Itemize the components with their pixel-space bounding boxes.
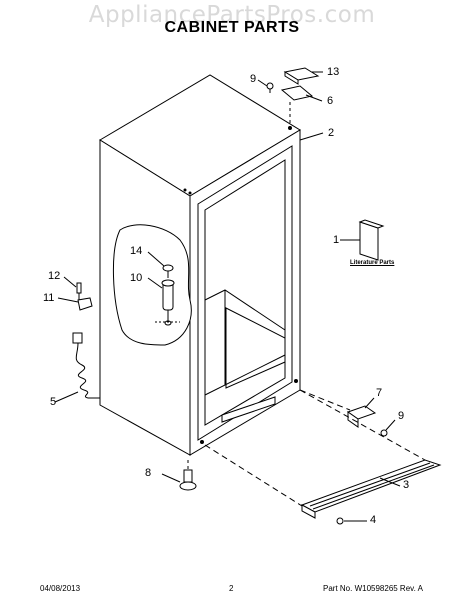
lower-hinge [346, 405, 388, 437]
left-brackets [76, 282, 93, 311]
footer-part-number: Part No. W10598265 Rev. A [323, 584, 423, 593]
watermark: AppliancePartsPros.com [88, 2, 376, 28]
power-cord [72, 332, 100, 399]
callout-9-bottom: 9 [398, 410, 405, 422]
leader-lines [54, 71, 401, 522]
callout-3: 3 [403, 479, 410, 491]
callout-13: 13 [327, 66, 340, 78]
footer-page-number: 2 [229, 584, 234, 593]
callout-5: 5 [50, 396, 57, 408]
drain-assembly [155, 264, 180, 326]
callout-14: 14 [130, 245, 143, 257]
callout-4: 4 [370, 514, 377, 526]
callout-10: 10 [130, 272, 143, 284]
callout-11: 11 [43, 292, 55, 304]
literature-pack [340, 219, 385, 261]
top-hinge [266, 67, 320, 130]
callout-7: 7 [376, 387, 383, 399]
projection-lines [204, 389, 426, 507]
callout-1: 1 [333, 234, 340, 246]
cabinet-body [99, 74, 301, 456]
literature-parts-label: Literature Parts [350, 260, 395, 266]
toe-grille [300, 459, 442, 525]
callout-2: 2 [328, 127, 335, 139]
cutaway-view [112, 224, 192, 346]
leveling-leg [179, 460, 197, 491]
front-opening [197, 145, 293, 441]
callout-6: 6 [327, 95, 334, 107]
callout-12: 12 [48, 270, 61, 282]
page-title: CABINET PARTS [164, 19, 300, 36]
callout-9-top: 9 [250, 73, 257, 85]
inner-liner [204, 159, 286, 426]
callout-8: 8 [145, 467, 152, 479]
footer-date: 04/08/2013 [40, 584, 81, 593]
